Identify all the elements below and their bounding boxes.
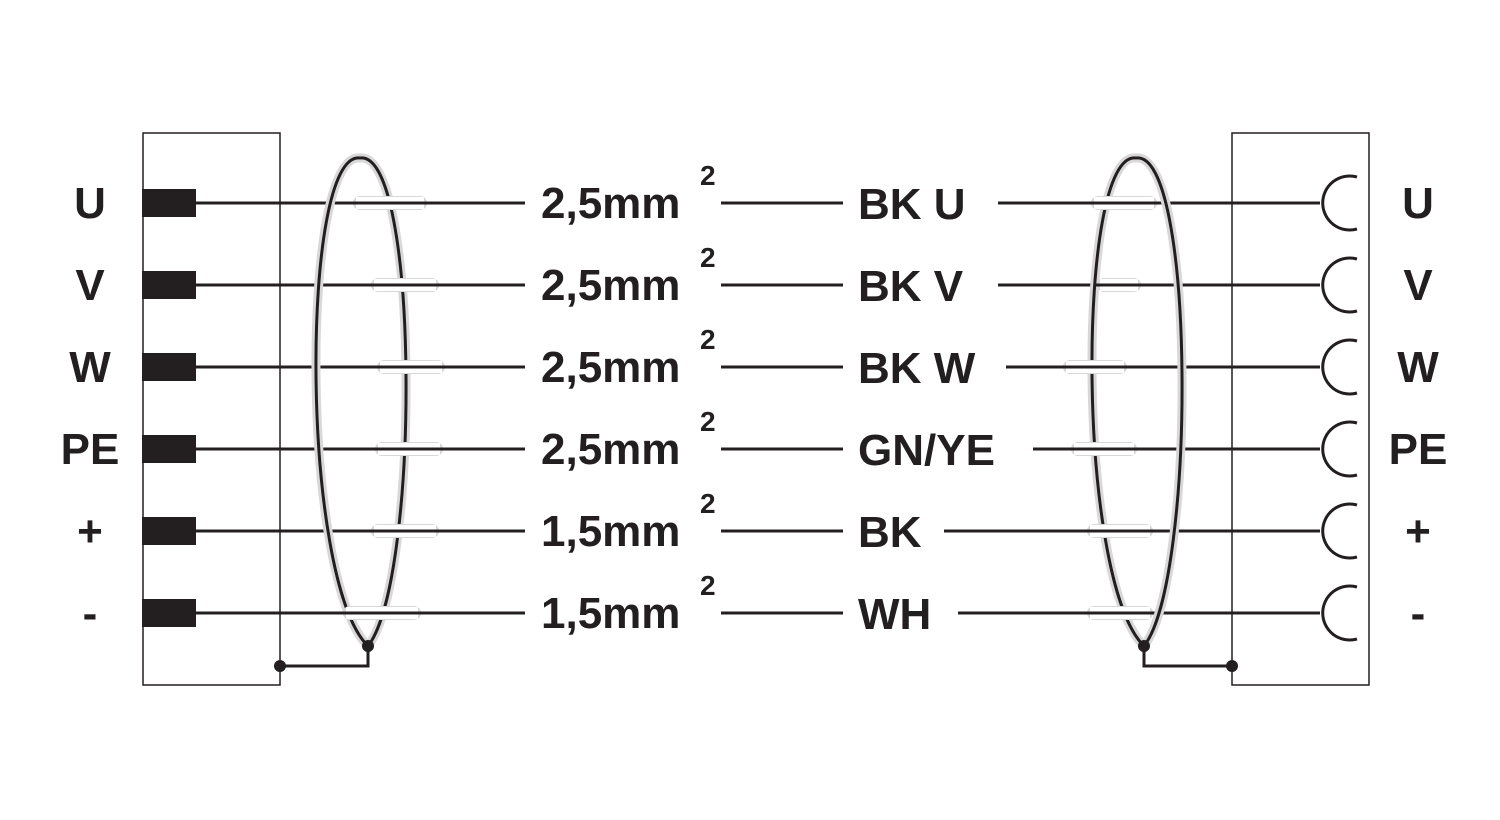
right-pin-label: W (1397, 343, 1439, 392)
right-ground-junction-dot (1226, 660, 1238, 672)
right-shield-junction-dot (1138, 640, 1150, 652)
wire-color-code-label: BK U (858, 180, 966, 229)
female-socket-contact (1321, 420, 1358, 478)
female-socket-contact (1321, 502, 1358, 560)
left-cable-shield (311, 153, 411, 653)
wire-cross-section-label: 2,5mm (541, 261, 680, 310)
right-pin-label: V (1403, 261, 1433, 310)
female-socket-contact (1321, 338, 1358, 396)
right-pin-label: + (1405, 507, 1431, 556)
wire-color-code-label: BK (858, 508, 922, 557)
wire-cross-section-label: 2,5mm (541, 179, 680, 228)
wire-cross-section-label: 1,5mm (541, 507, 680, 556)
male-pin-contact (142, 599, 196, 627)
wire-color-code-label: GN/YE (858, 426, 995, 475)
male-pin-contact (142, 435, 196, 463)
wire-cross-section-label: 2,5mm (541, 425, 680, 474)
left-shield-ground (274, 640, 374, 672)
left-connector-housing (142, 132, 281, 686)
cross-section-exponent: 2 (700, 160, 716, 191)
wire-color-code-label: BK V (858, 262, 964, 311)
cross-section-exponent: 2 (700, 570, 716, 601)
wire-color-code-label: BK W (858, 344, 976, 393)
left-pin-label: PE (61, 425, 120, 474)
right-pin-label: PE (1389, 425, 1448, 474)
wire-cross-section-label: 1,5mm (541, 589, 680, 638)
left-pin-label: U (74, 179, 106, 228)
right-connector-housing (1231, 132, 1370, 686)
wire-cross-section-label: 2,5mm (541, 343, 680, 392)
male-pin-contact (142, 353, 196, 381)
left-pin-label: - (83, 589, 98, 638)
shield-crossings (342, 196, 1158, 620)
cross-section-exponent: 2 (700, 324, 716, 355)
wire-color-code-label: WH (858, 590, 931, 639)
left-ground-junction-dot (274, 660, 286, 672)
female-socket-contact (1321, 256, 1358, 314)
left-pin-label: V (75, 261, 105, 310)
left-pin-label: + (77, 507, 103, 556)
left-pin-label: W (69, 343, 111, 392)
cross-section-exponent: 2 (700, 242, 716, 273)
female-socket-contact (1321, 174, 1358, 232)
cross-section-exponent: 2 (700, 406, 716, 437)
right-pin-label: - (1411, 589, 1426, 638)
right-cable-shield (1087, 153, 1187, 653)
male-pin-contact (142, 517, 196, 545)
cross-section-exponent: 2 (700, 488, 716, 519)
male-pin-contact (142, 189, 196, 217)
right-pin-label: U (1402, 179, 1434, 228)
female-socket-contact (1321, 584, 1358, 642)
left-shield-junction-dot (362, 640, 374, 652)
right-shield-ground (1138, 640, 1238, 672)
male-pin-contact (142, 271, 196, 299)
